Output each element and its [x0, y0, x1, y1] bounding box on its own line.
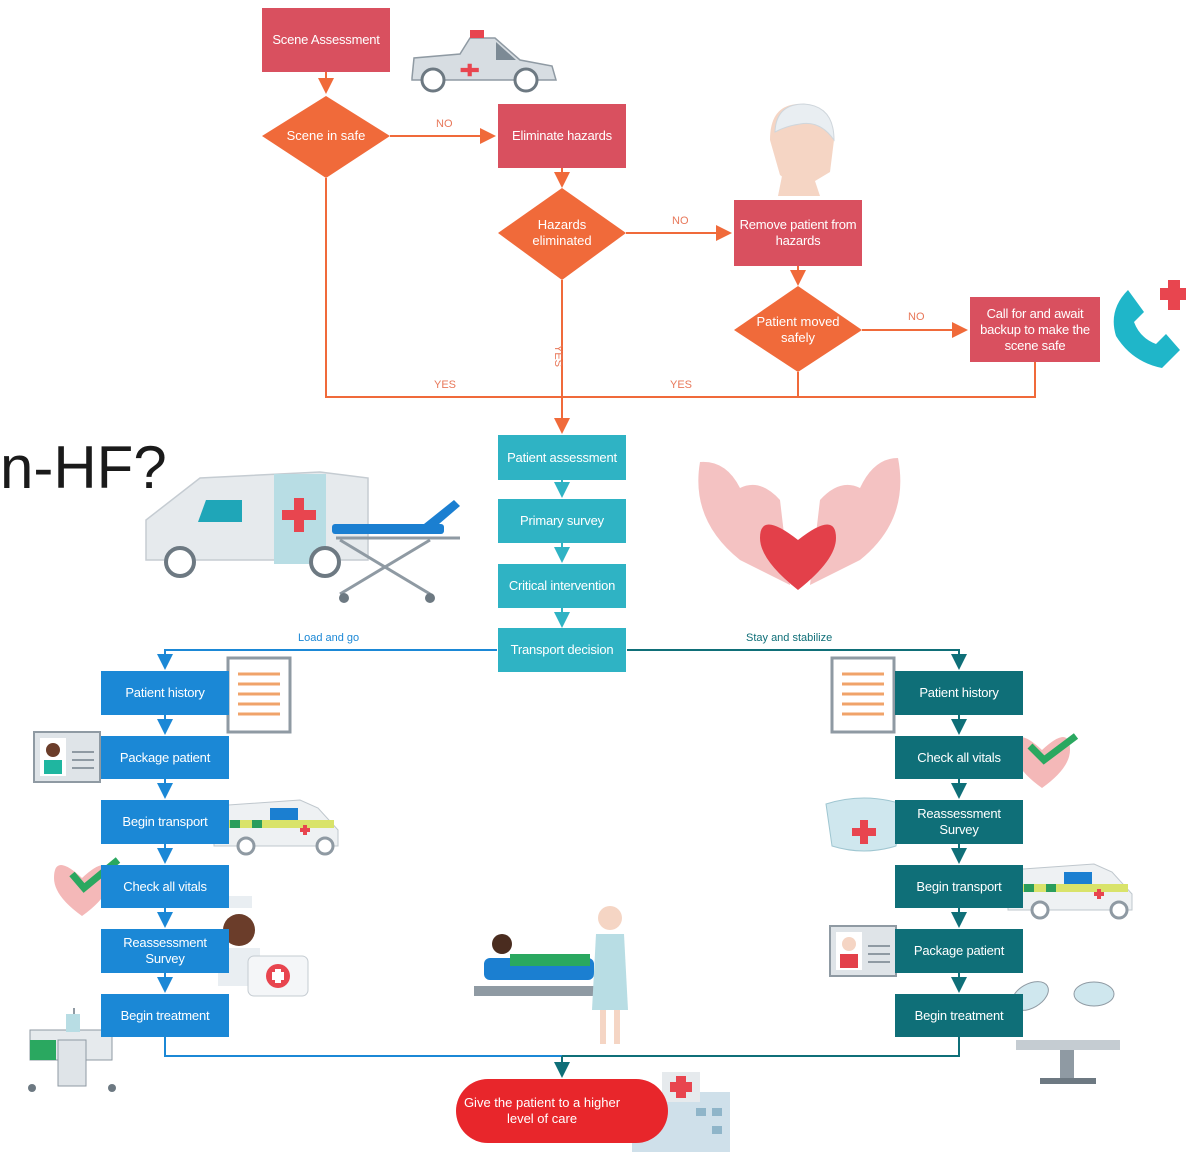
document-icon: [830, 656, 896, 734]
yes-label: YES: [670, 379, 693, 391]
hazards-eliminated-decision: Hazards eliminated: [532, 217, 592, 248]
right-reassessment-box: Reassessment Survey: [895, 800, 1023, 844]
diamond-scene-safe: [262, 96, 390, 178]
primary-survey-box: Primary survey: [498, 499, 626, 543]
ambulance-stretcher-icon: [145, 471, 460, 603]
document-icon: [226, 656, 292, 734]
ambulance-car-icon: [411, 30, 557, 93]
surgical-lamp-icon: [1011, 981, 1120, 1084]
decision-diamonds: [262, 96, 862, 372]
right-check-vitals-box: Check all vitals: [895, 736, 1023, 779]
remove-patient-box: Remove patient from hazards: [734, 200, 862, 266]
critical-intervention-box: Critical intervention: [498, 564, 626, 608]
page-heading: n-HF?: [0, 434, 167, 501]
hospital-building-icon: [632, 1072, 730, 1152]
left-reassessment-box: Reassessment Survey: [101, 929, 229, 973]
scene-safe-decision: Scene in safe: [286, 128, 366, 143]
hands-heart-icon: [698, 458, 901, 590]
left-patient-history-box: Patient history: [101, 671, 229, 715]
no-label: NO: [908, 311, 925, 323]
left-check-vitals-box: Check all vitals: [101, 865, 229, 908]
no-label: NO: [672, 215, 689, 227]
left-begin-treatment-box: Begin treatment: [101, 994, 229, 1037]
patient-assessment-box: Patient assessment: [498, 435, 626, 480]
right-package-patient-box: Package patient: [895, 929, 1023, 973]
yes-label: YES: [434, 379, 457, 391]
ambulance-van-icon: [1007, 863, 1133, 920]
load-and-go-label: Load and go: [298, 632, 360, 644]
bandaged-head-icon: [770, 103, 835, 196]
left-branch-connectors: [157, 649, 562, 1057]
right-branch-connectors: [554, 649, 967, 1078]
first-aid-kit-icon: [247, 955, 309, 997]
hospital-bed-icon: [28, 1008, 116, 1092]
top-connectors: [318, 72, 1036, 434]
ambulance-van-icon: [213, 799, 339, 856]
phone-plus-icon: [1113, 280, 1186, 368]
final-care-box: Give the patient to a higher level of ca…: [456, 1079, 668, 1143]
call-backup-box: Call for and await backup to make the sc…: [970, 297, 1100, 362]
diamond-patient-moved: [734, 286, 862, 372]
eliminate-hazards-box: Eliminate hazards: [498, 104, 626, 168]
left-begin-transport-box: Begin transport: [101, 800, 229, 844]
nurse-cap-icon: [825, 797, 903, 852]
left-package-patient-box: Package patient: [101, 736, 229, 779]
diamond-hazards-eliminated: [498, 188, 626, 280]
no-label: NO: [436, 118, 453, 130]
id-card-icon: [829, 925, 897, 977]
patient-moved-decision: Patient moved safely: [756, 314, 840, 345]
right-patient-history-box: Patient history: [895, 671, 1023, 715]
heart-check-icon: [1014, 733, 1079, 788]
id-card-icon: [33, 731, 101, 783]
scene-assessment-box: Scene Assessment: [262, 8, 390, 72]
patient-nurse-icon: [474, 906, 628, 1044]
right-begin-transport-box: Begin transport: [895, 865, 1023, 908]
stay-and-stabilize-label: Stay and stabilize: [746, 632, 833, 644]
transport-decision-box: Transport decision: [498, 628, 626, 672]
right-begin-treatment-box: Begin treatment: [895, 994, 1023, 1037]
yes-label: YES: [552, 345, 564, 368]
